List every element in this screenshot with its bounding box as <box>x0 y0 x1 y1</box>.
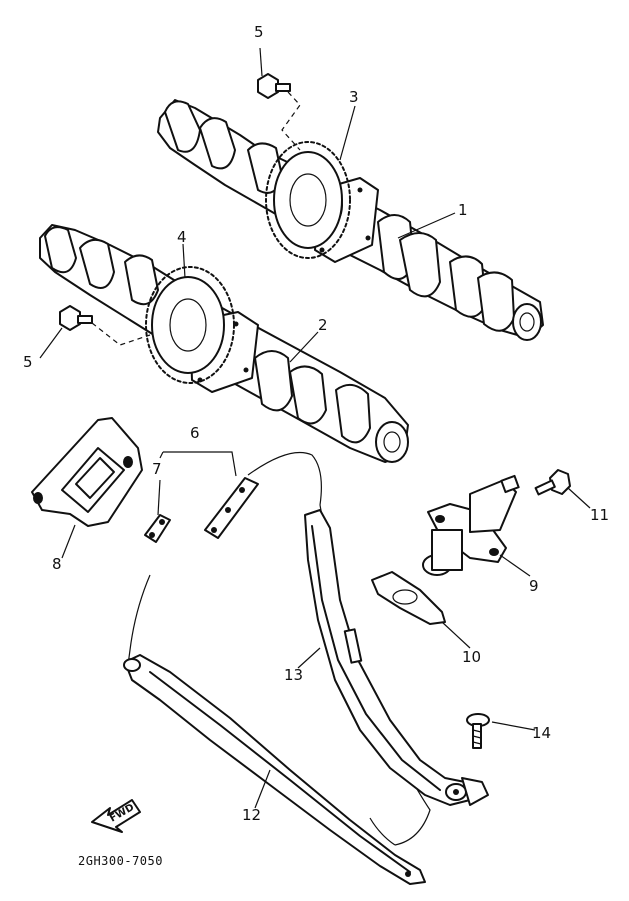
bolt-11 <box>534 469 571 496</box>
camshaft-1 <box>157 99 544 341</box>
callout-5-upper: 5 <box>254 23 264 41</box>
callout-7: 7 <box>152 460 162 478</box>
sprocket-3 <box>265 141 351 259</box>
chain-guide-12 <box>123 654 426 885</box>
cam-chain-guide-8 <box>31 417 143 527</box>
bolt-5-lower <box>59 305 151 346</box>
drawing-code: 2GH300-7050 <box>78 854 163 868</box>
callout-11: 11 <box>590 506 609 524</box>
callout-1: 1 <box>458 201 468 219</box>
callout-8: 8 <box>52 555 62 573</box>
callout-14: 14 <box>532 724 551 742</box>
bolt-14 <box>466 713 490 749</box>
callout-6: 6 <box>190 424 200 442</box>
callout-13: 13 <box>284 666 303 684</box>
leader-lines <box>39 47 591 809</box>
gasket-10 <box>371 571 446 625</box>
callout-2: 2 <box>318 316 328 334</box>
fwd-arrow-icon: FWD <box>91 799 141 833</box>
callout-3: 3 <box>349 88 359 106</box>
callout-10: 10 <box>462 648 481 666</box>
chain-guide-13 <box>304 509 489 806</box>
callout-9: 9 <box>529 577 539 595</box>
callout-12: 12 <box>242 806 261 824</box>
callout-4: 4 <box>177 228 187 246</box>
bolt-5-upper <box>257 73 301 151</box>
chain-tensioner-9 <box>422 474 520 576</box>
chain-clip-7 <box>144 514 171 543</box>
chain-link-6 <box>204 477 259 539</box>
sprocket-4 <box>145 266 235 384</box>
callout-5-lower: 5 <box>23 353 33 371</box>
